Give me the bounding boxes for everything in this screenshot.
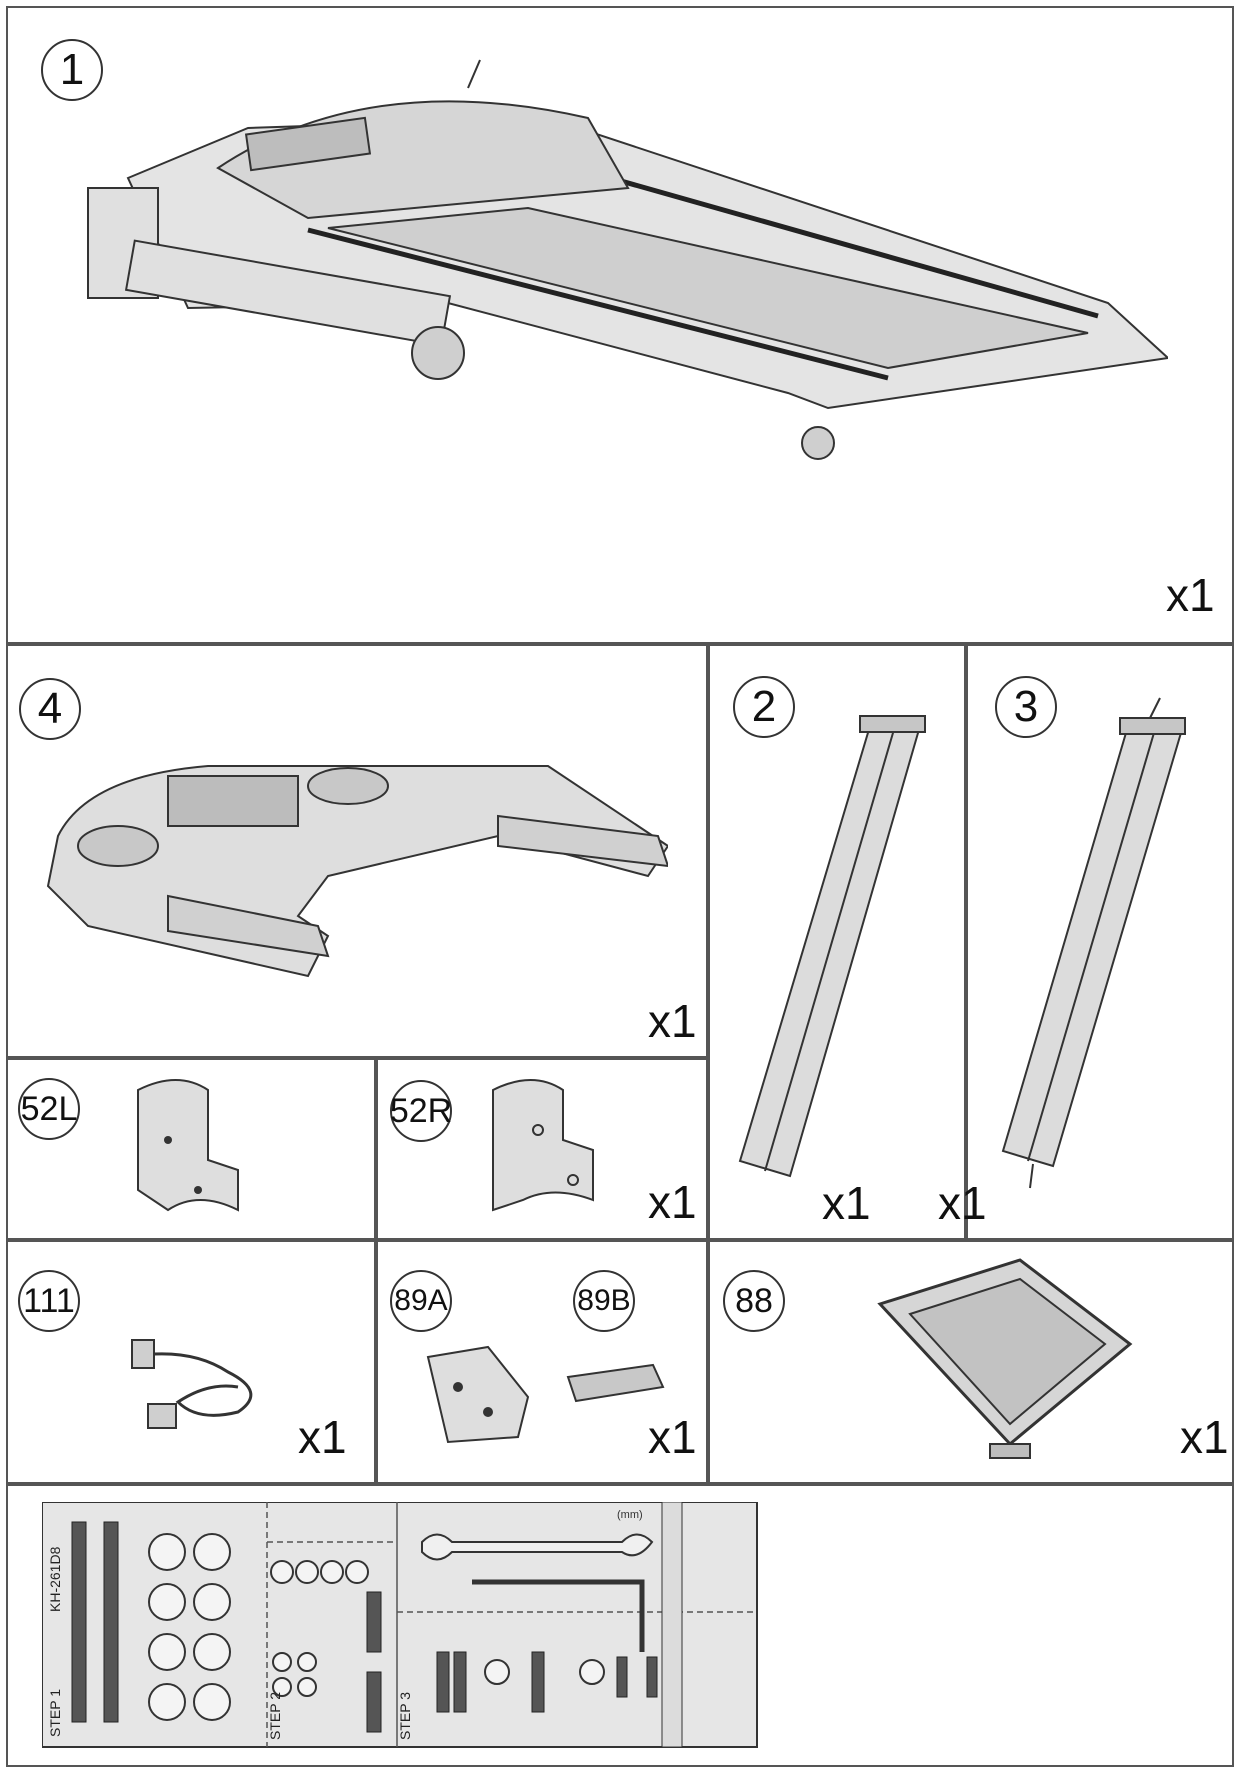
power-cord-illustration	[131, 1339, 253, 1429]
treadmill-base-illustration	[87, 59, 1168, 460]
quantity-label: x1	[938, 1177, 987, 1229]
quantity-label: x1	[1180, 1411, 1229, 1463]
panel-part-3: 3 x1	[938, 644, 1234, 1240]
panel-part-2: 2 x1	[708, 644, 966, 1240]
console-illustration	[46, 765, 668, 978]
quantity-label: x1	[648, 1411, 697, 1463]
panel-part-1: 1 x1	[6, 6, 1234, 644]
step-3-label: STEP 3	[397, 1692, 413, 1740]
part-number-89a: 89A	[390, 1270, 452, 1332]
panel-part-52r: 52R x1	[376, 1058, 708, 1240]
bracket-52l-illustration	[137, 1079, 239, 1212]
panel-part-52l: 52L	[6, 1058, 376, 1240]
part-number-111: 111	[18, 1270, 80, 1332]
bracket-52r-illustration	[492, 1079, 594, 1212]
part-number-4: 4	[19, 678, 81, 740]
panel-part-4: 4 x1	[6, 644, 708, 1058]
unit-label: (mm)	[617, 1509, 643, 1521]
panel-part-88: 88 x1	[708, 1240, 1234, 1484]
right-upright-illustration	[1001, 697, 1186, 1189]
part-number-2: 2	[733, 676, 795, 738]
quantity-label: x1	[648, 1176, 697, 1228]
tray-88-illustration	[877, 1258, 1133, 1459]
panel-part-111: 111 x1	[6, 1240, 376, 1484]
part-number-52l: 52L	[18, 1078, 80, 1140]
quantity-label: x1	[822, 1177, 871, 1229]
panel-part-89: 89A 89B x1	[376, 1240, 708, 1484]
left-upright-illustration	[738, 715, 926, 1178]
cover-89b-illustration	[566, 1363, 665, 1403]
quantity-label: x1	[648, 995, 697, 1047]
part-number-89b: 89B	[573, 1270, 635, 1332]
panel-hardware: KH-261D8 STEP 1 STEP 2 STEP 3 (mm)	[6, 1484, 1234, 1767]
cover-89a-illustration	[426, 1345, 530, 1444]
quantity-label: x1	[1166, 569, 1215, 621]
part-number-1: 1	[41, 39, 103, 101]
quantity-label: x1	[298, 1411, 347, 1463]
step-2-label: STEP 2	[267, 1692, 283, 1740]
part-number-52r: 52R	[390, 1080, 452, 1142]
part-number-3: 3	[995, 676, 1057, 738]
hardware-card-illustration: KH-261D8 STEP 1 STEP 2 STEP 3 (mm)	[42, 1502, 758, 1748]
step-1-label: STEP 1	[47, 1689, 63, 1737]
model-label: KH-261D8	[47, 1546, 63, 1612]
part-number-88: 88	[723, 1270, 785, 1332]
